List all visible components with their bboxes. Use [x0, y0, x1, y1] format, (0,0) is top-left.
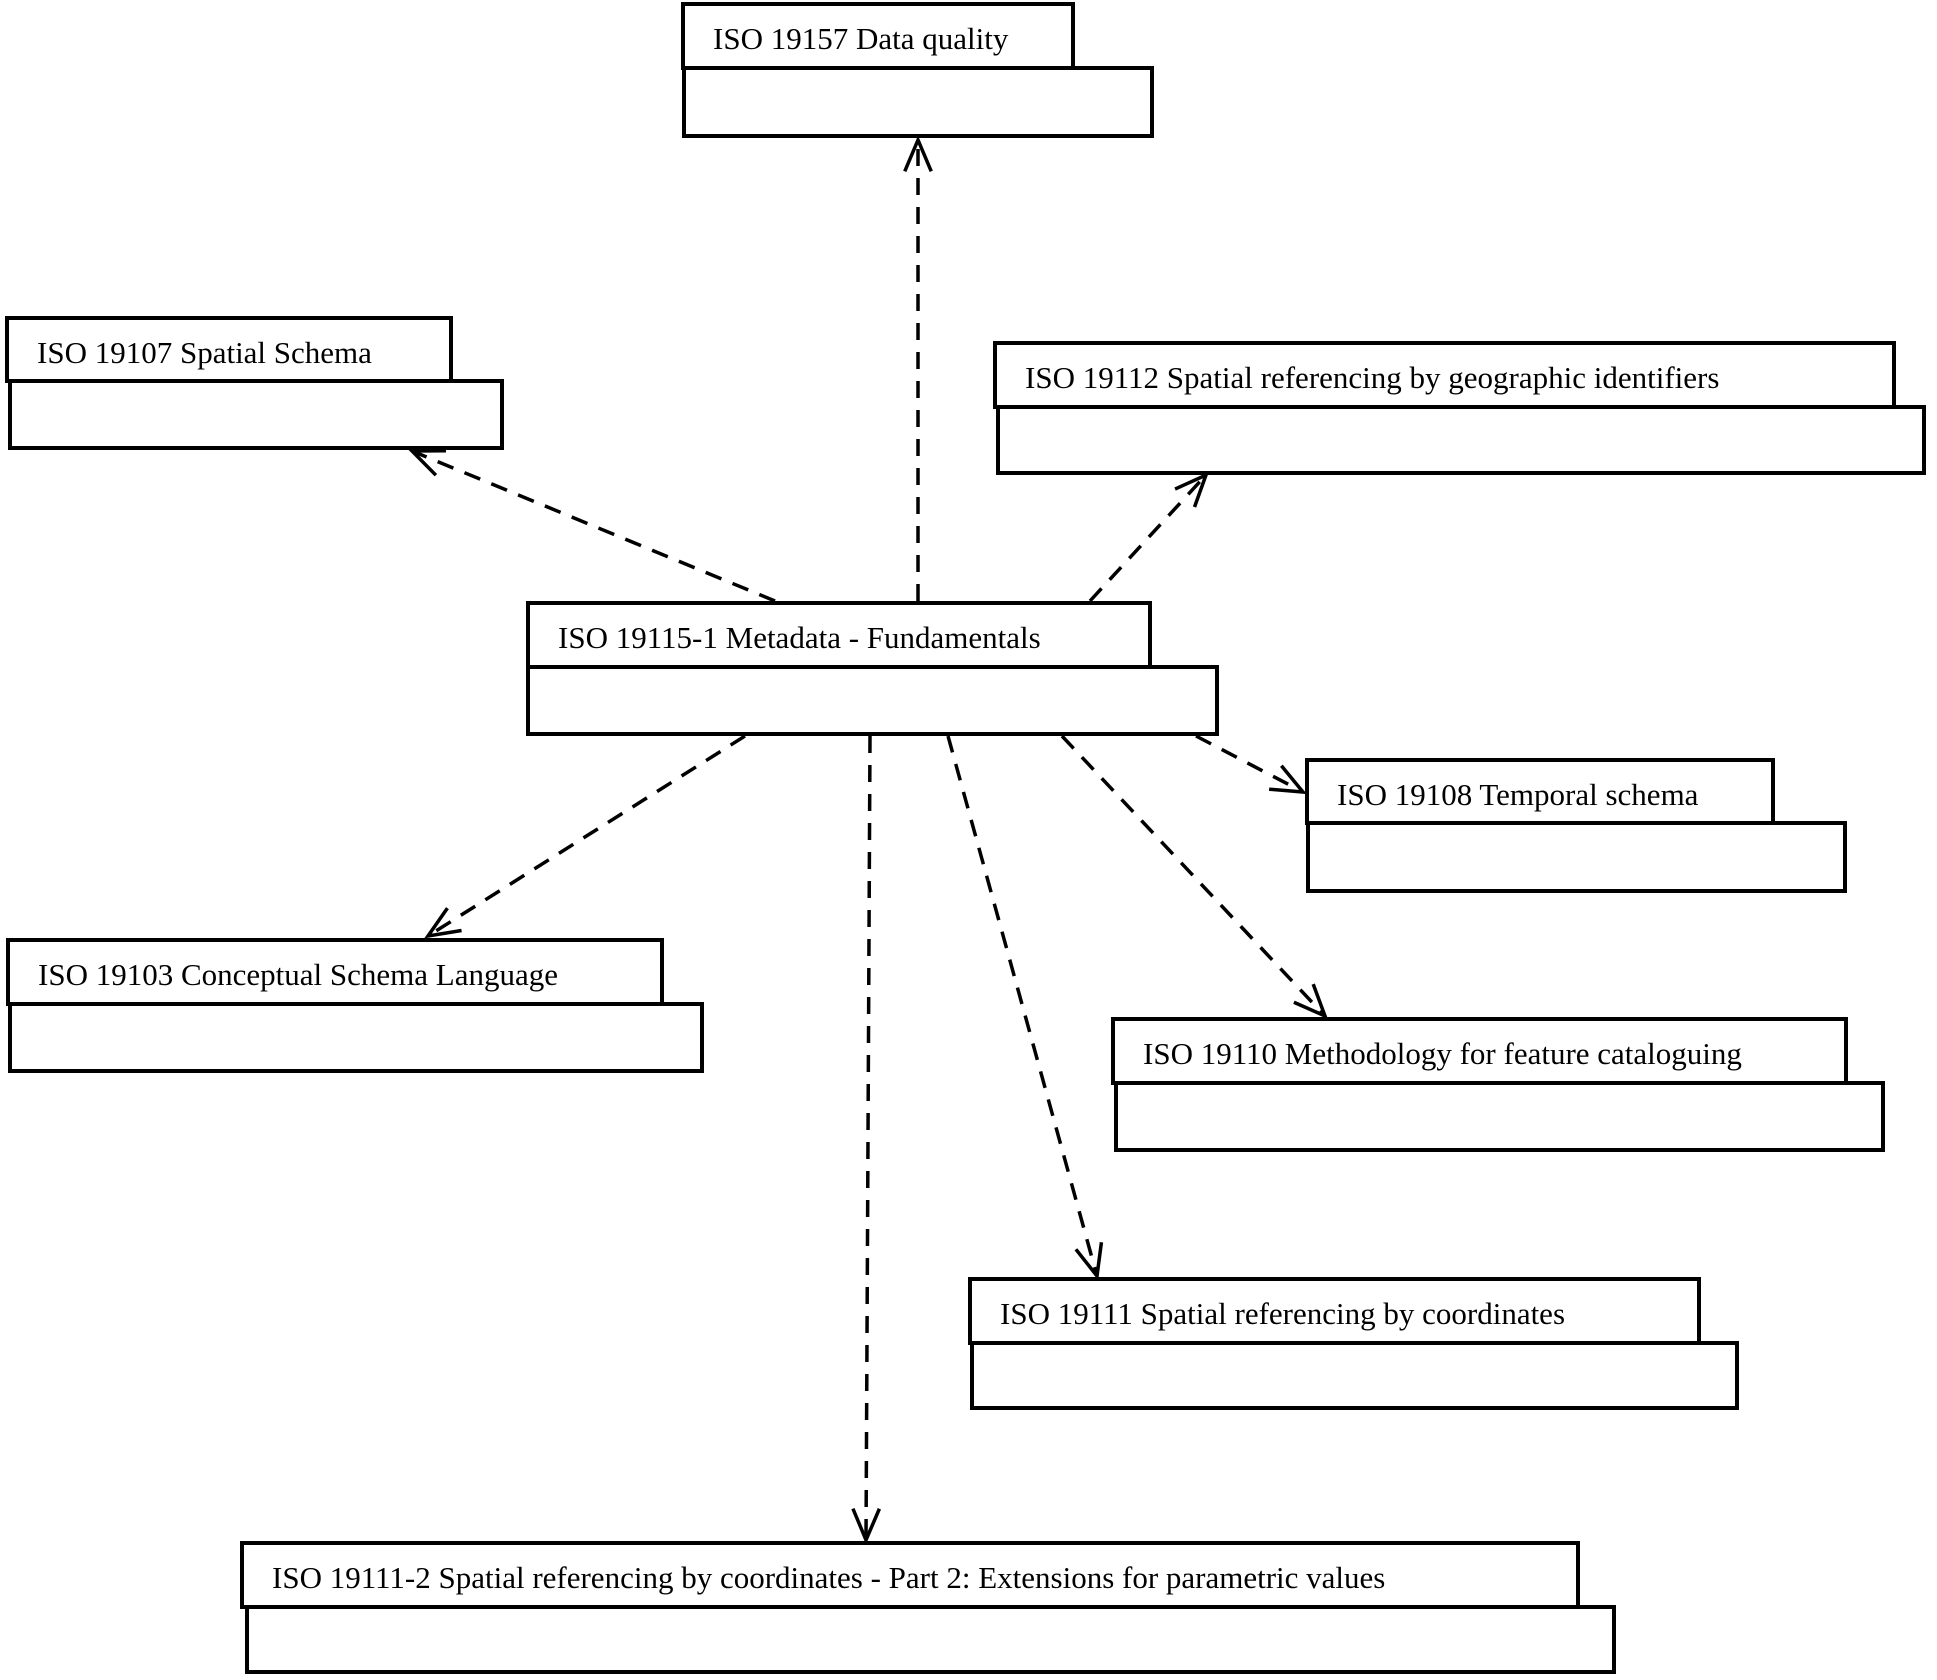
node-label: ISO 19111 Spatial referencing by coordin… — [1000, 1296, 1565, 1331]
node-iso-19111: ISO 19111 Spatial referencing by coordin… — [968, 1277, 1739, 1410]
package-body-rect — [996, 405, 1926, 475]
node-iso-19110: ISO 19110 Methodology for feature catalo… — [1111, 1017, 1885, 1152]
node-iso-19112: ISO 19112 Spatial referencing by geograp… — [993, 341, 1926, 475]
dependency-dashed-line — [427, 734, 746, 938]
open-arrowhead-icon — [1293, 983, 1329, 1020]
package-title-rect — [1111, 1017, 1848, 1085]
edge-iso-19115-1-to-iso-19111 — [946, 735, 1104, 1281]
node-label: ISO 19107 Spatial Schema — [37, 335, 372, 370]
edge-iso-19115-1-to-iso-19107 — [407, 448, 776, 603]
node-iso-19108: ISO 19108 Temporal schema — [1305, 758, 1847, 893]
package-title-rect — [240, 1541, 1580, 1609]
open-arrowhead-icon — [1268, 764, 1307, 795]
open-arrowhead-icon — [1074, 1242, 1104, 1281]
open-arrowhead-icon — [424, 907, 462, 939]
node-label: ISO 19108 Temporal schema — [1337, 777, 1699, 812]
package-title-rect — [5, 316, 453, 383]
package-title-rect — [526, 601, 1152, 669]
node-label: ISO 19112 Spatial referencing by geograp… — [1025, 360, 1719, 395]
package-body-rect — [1306, 821, 1847, 893]
edge-iso-19115-1-to-iso-19112 — [1088, 471, 1210, 603]
open-arrowhead-icon — [903, 135, 933, 172]
node-label: ISO 19111-2 Spatial referencing by coord… — [272, 1560, 1385, 1595]
package-body-rect — [8, 1002, 704, 1073]
package-title-rect — [6, 938, 664, 1006]
open-arrowhead-icon — [851, 1507, 882, 1545]
package-body-rect — [8, 379, 504, 450]
edge-iso-19115-1-to-iso-19103 — [424, 734, 746, 939]
edge-iso-19115-1-to-iso-19110 — [1060, 734, 1329, 1020]
dependency-dashed-line — [864, 735, 872, 1541]
dependency-dashed-line — [1088, 473, 1208, 603]
node-label: ISO 19103 Conceptual Schema Language — [38, 957, 558, 992]
package-body-rect — [682, 66, 1154, 138]
package-body-rect — [970, 1341, 1739, 1410]
dependency-dashed-line — [411, 449, 776, 603]
node-iso-19103: ISO 19103 Conceptual Schema Language — [6, 938, 704, 1073]
edge-iso-19115-1-to-iso-19108 — [1195, 734, 1307, 795]
dependency-dashed-line — [946, 735, 1099, 1277]
dependency-dashed-line — [1195, 734, 1304, 794]
package-body-rect — [1114, 1081, 1885, 1152]
node-iso-19115-1: ISO 19115-1 Metadata - Fundamentals — [526, 601, 1219, 736]
node-iso-19107: ISO 19107 Spatial Schema — [5, 316, 504, 450]
node-label: ISO 19110 Methodology for feature catalo… — [1143, 1036, 1742, 1071]
dependency-dashed-line — [1060, 734, 1327, 1018]
node-label: ISO 19157 Data quality — [713, 21, 1009, 56]
package-body-rect — [245, 1605, 1616, 1674]
edge-iso-19115-1-to-iso-19111-2 — [851, 735, 882, 1545]
node-iso-19157: ISO 19157 Data quality — [681, 2, 1154, 138]
package-body-rect — [526, 665, 1219, 736]
package-title-rect — [993, 341, 1896, 409]
open-arrowhead-icon — [407, 448, 447, 477]
node-label: ISO 19115-1 Metadata - Fundamentals — [558, 620, 1041, 655]
package-title-rect — [681, 2, 1075, 70]
package-title-rect — [1305, 758, 1775, 825]
edge-iso-19115-1-to-iso-19157 — [903, 135, 933, 601]
node-iso-19111-2: ISO 19111-2 Spatial referencing by coord… — [240, 1541, 1616, 1674]
package-title-rect — [968, 1277, 1701, 1345]
